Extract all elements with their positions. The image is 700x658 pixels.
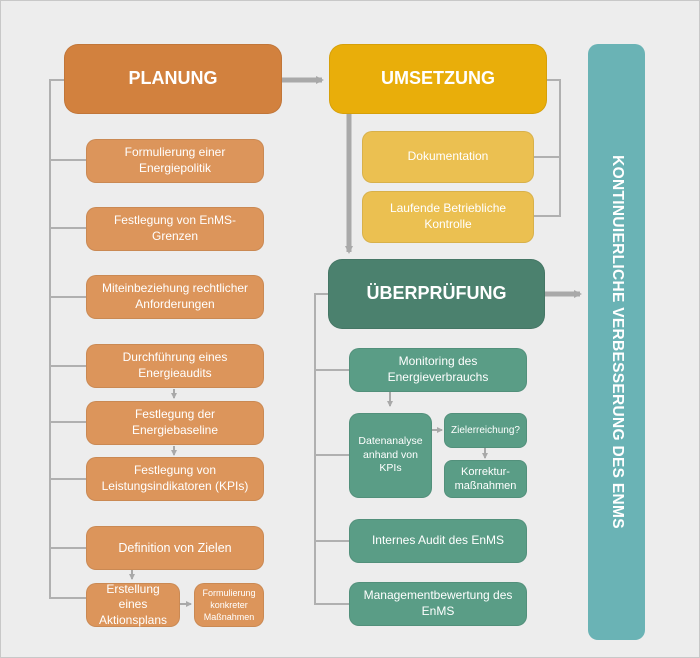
planung-item[interactable]: Formulierung einer Energiepolitik bbox=[86, 139, 264, 183]
ueberpruefung-item-label: Internes Audit des EnMS bbox=[371, 533, 505, 548]
umsetzung-header[interactable]: UMSETZUNG bbox=[329, 44, 547, 114]
umsetzung-bracket bbox=[534, 79, 561, 217]
ueberpruefung-header[interactable]: ÜBERPRÜFUNG bbox=[328, 259, 545, 329]
planung-item-label: Erstellung eines Aktionsplans bbox=[98, 581, 168, 627]
planung-bracket bbox=[49, 79, 86, 599]
planung-item-label: Festlegung von EnMS-Grenzen bbox=[113, 213, 237, 243]
planung-item[interactable]: Definition von Zielen bbox=[86, 526, 264, 570]
planung-item-label: Definition von Zielen bbox=[118, 540, 232, 555]
umsetzung-item-label: Dokumentation bbox=[407, 149, 489, 164]
ueberpruefung-item[interactable]: Managementbewertung des EnMS bbox=[349, 582, 527, 626]
planung-header[interactable]: PLANUNG bbox=[64, 44, 282, 114]
ueberpruefung-bracket bbox=[314, 293, 350, 605]
planung-item[interactable]: Festlegung der Energiebaseline bbox=[86, 401, 264, 445]
planung-label: PLANUNG bbox=[128, 68, 218, 89]
umsetzung-item[interactable]: Laufende Betriebliche Kontrolle bbox=[362, 191, 534, 243]
planung-item[interactable]: Miteinbeziehung rechtlicher Anforderunge… bbox=[86, 275, 264, 319]
kvp-label: KONTINUIERLICHE VERBESSERUNG DES ENMS bbox=[608, 155, 626, 529]
planung-item-label: Durchführung eines Energieaudits bbox=[122, 350, 228, 380]
ueberpruefung-item[interactable]: Monitoring des Energieverbrauchs bbox=[349, 348, 527, 392]
planung-item-label: Festlegung der Energiebaseline bbox=[131, 407, 219, 437]
planung-item-label: Formulierung konkreter Maßnahmen bbox=[202, 587, 256, 623]
planung-item-label: Formulierung einer Energiepolitik bbox=[124, 145, 226, 175]
ueberpruefung-item[interactable]: Datenanalyse anhand von KPIs bbox=[349, 413, 432, 498]
planung-item-label: Miteinbeziehung rechtlicher Anforderunge… bbox=[101, 281, 249, 311]
umsetzung-label: UMSETZUNG bbox=[381, 68, 495, 89]
ueberpruefung-item-label: Korrektur-maßnahmen bbox=[454, 465, 517, 492]
ueberpruefung-item-label: Managementbewertung des EnMS bbox=[363, 588, 513, 618]
umsetzung-item[interactable]: Dokumentation bbox=[362, 131, 534, 183]
ueberpruefung-item[interactable]: Internes Audit des EnMS bbox=[349, 519, 527, 563]
ueberpruefung-label: ÜBERPRÜFUNG bbox=[366, 283, 507, 304]
ueberpruefung-item[interactable]: Zielerreichung? bbox=[444, 413, 527, 448]
ueberpruefung-item-label: Monitoring des Energieverbrauchs bbox=[387, 354, 489, 384]
planung-item[interactable]: Festlegung von Leistungsindikatoren (KPI… bbox=[86, 457, 264, 501]
ueberpruefung-item-label: Zielerreichung? bbox=[451, 425, 520, 436]
ueberpruefung-item[interactable]: Korrektur-maßnahmen bbox=[444, 460, 527, 498]
kvp-bar[interactable]: KONTINUIERLICHE VERBESSERUNG DES ENMS bbox=[588, 44, 645, 640]
ueberpruefung-item-label: Datenanalyse anhand von KPIs bbox=[358, 435, 423, 475]
planung-item[interactable]: Festlegung von EnMS-Grenzen bbox=[86, 207, 264, 251]
planung-item-label: Festlegung von Leistungsindikatoren (KPI… bbox=[101, 463, 249, 493]
planung-item[interactable]: Erstellung eines Aktionsplans bbox=[86, 581, 180, 627]
planung-item[interactable]: Formulierung konkreter Maßnahmen bbox=[194, 583, 264, 627]
umsetzung-item-label: Laufende Betriebliche Kontrolle bbox=[389, 201, 507, 231]
planung-item[interactable]: Durchführung eines Energieaudits bbox=[86, 344, 264, 388]
